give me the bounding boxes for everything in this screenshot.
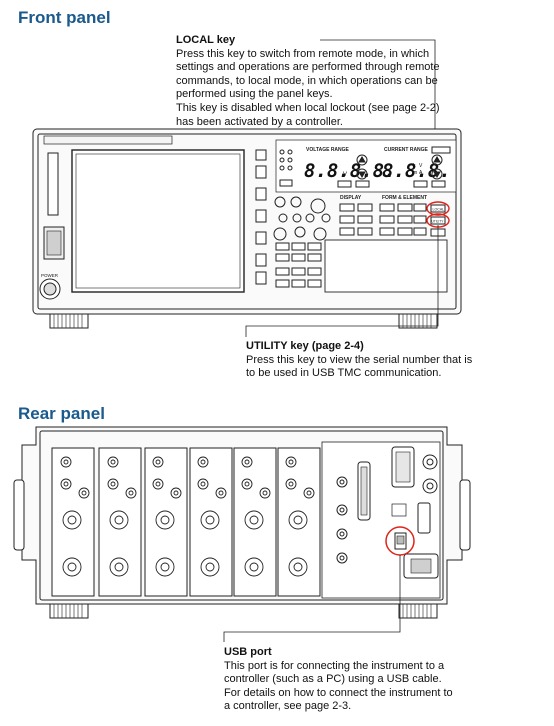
current-unit-a: A xyxy=(419,170,423,176)
usb-port-callout: USB port This port is for connecting the… xyxy=(224,646,524,714)
front-panel-drawing: POWER VOLTAGE RANGE CURRENT RANGE 8.8.8.… xyxy=(32,39,462,337)
utility-key-line: to be used in USB TMC communication. xyxy=(246,367,442,380)
local-key-label: LOCAL xyxy=(433,208,445,212)
module-terminals xyxy=(60,456,315,577)
input-modules xyxy=(51,447,321,597)
usb-port-line: This port is for connecting the instrume… xyxy=(224,659,445,672)
display-keys xyxy=(339,203,427,236)
utility-key-title: UTILITY key (page 2-4) xyxy=(246,340,364,352)
local-key-title: LOCAL key xyxy=(176,34,236,46)
local-key-highlight xyxy=(426,201,450,216)
usb-port-title: USB port xyxy=(224,646,272,658)
local-key: LOCAL xyxy=(430,204,446,213)
front-panel-heading: Front panel xyxy=(18,8,111,27)
power-switch xyxy=(39,278,61,300)
softkey-column xyxy=(255,149,267,285)
rear-connectors xyxy=(336,446,439,579)
display-label: DISPLAY xyxy=(340,195,362,201)
usb-port-line: a controller, see page 2-3. xyxy=(224,700,352,713)
current-unit-v: V xyxy=(419,163,423,169)
utility-key-label: UTILITY xyxy=(432,220,445,224)
cursor-keys xyxy=(273,196,331,241)
current-range-label: CURRENT RANGE xyxy=(384,147,429,153)
front-feet xyxy=(49,313,438,329)
indicator-lamps xyxy=(279,149,293,171)
usb-port xyxy=(394,532,407,550)
local-key-line: performed using the panel keys. xyxy=(176,88,333,101)
voltage-unit: V xyxy=(343,172,347,178)
form-element-label: FORM & ELEMENT xyxy=(382,195,427,201)
utility-key-callout: UTILITY key (page 2-4) Press this key to… xyxy=(246,340,536,381)
current-unit-m: m xyxy=(413,170,417,176)
utility-key-line: Press this key to view the serial number… xyxy=(246,353,473,366)
local-key-callout: LOCAL key Press this key to switch from … xyxy=(176,34,446,129)
voltage-display: 8.8.8.8. xyxy=(304,160,396,182)
usb-port-line: controller (such as a PC) using a USB ca… xyxy=(224,673,442,686)
usb-port-line: For details on how to connect the instru… xyxy=(224,686,453,699)
current-display: 8.8.8. xyxy=(382,160,451,182)
rear-panel-heading: Rear panel xyxy=(18,404,105,423)
current-range-arrows xyxy=(431,154,443,180)
local-key-line: commands, to local mode, in which operat… xyxy=(176,74,438,87)
local-key-line: Press this key to switch from remote mod… xyxy=(176,47,430,60)
voltage-range-arrows xyxy=(356,154,368,180)
rear-panel-drawing xyxy=(13,426,471,642)
local-key-line: has been activated by a controller. xyxy=(176,115,343,128)
function-keys xyxy=(275,242,322,288)
current-unit-k: k xyxy=(413,163,416,169)
local-key-line: This key is disabled when local lockout … xyxy=(176,101,440,114)
rear-feet xyxy=(49,603,438,619)
local-key-line: settings and operations are performed th… xyxy=(176,61,440,74)
power-label: POWER xyxy=(41,273,59,278)
voltage-range-label: VOLTAGE RANGE xyxy=(306,147,350,153)
utility-key: UTILITY xyxy=(430,216,446,225)
